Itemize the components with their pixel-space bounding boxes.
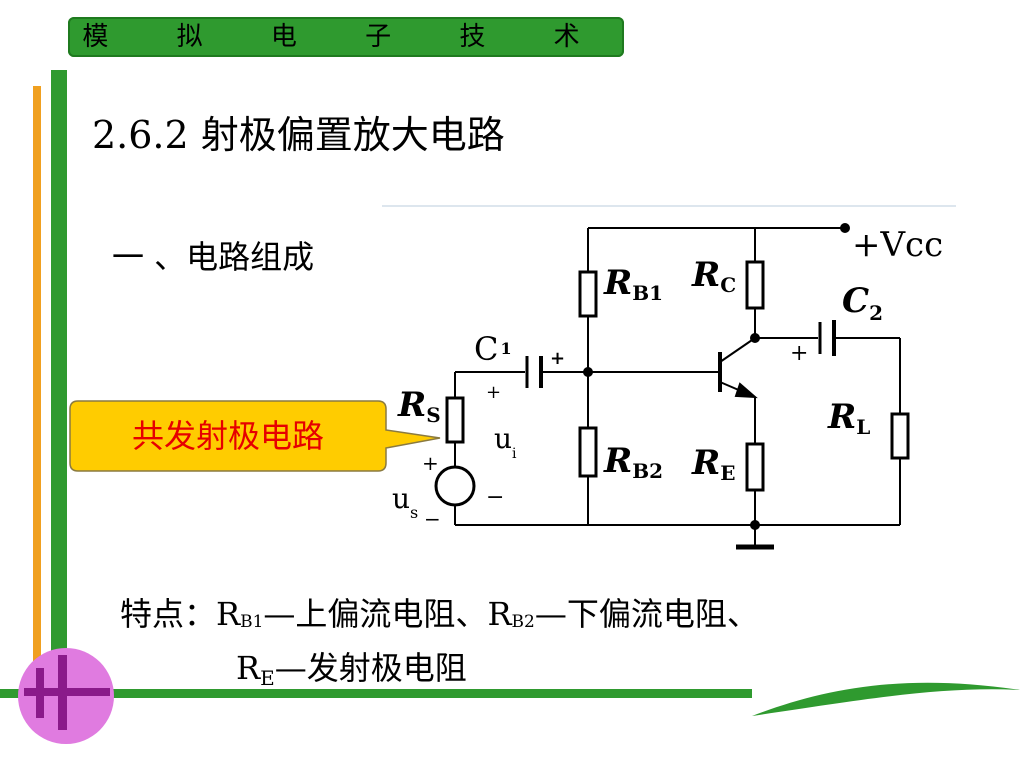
c2-plus: +: [790, 341, 808, 366]
us-minus: −: [424, 507, 441, 531]
swoosh-shape: [752, 682, 1020, 716]
rb2-letter: R: [487, 595, 512, 633]
section-heading: 一 、电路组成: [112, 238, 315, 276]
c1-plus: +: [550, 348, 565, 369]
callout-label: 共发射极电路: [131, 417, 324, 455]
rb1-subscript: B1: [240, 612, 264, 632]
re-letter: R: [236, 649, 261, 687]
circle-bar-horizontal: [24, 688, 110, 696]
emitter-arrow: [734, 382, 758, 399]
rl-label: RL: [827, 397, 870, 439]
ui-minus: −: [486, 485, 504, 510]
ui-label: ui: [494, 422, 517, 462]
circle-bar-short: [36, 668, 44, 718]
rb2-subscript: B2: [511, 612, 535, 632]
features-line-1: 特点：RB1—上偏流电阻、RB2—下偏流电阻、: [120, 590, 759, 644]
page-title: 2.6.2 射极偏置放大电路: [92, 113, 505, 157]
re-label: RE: [691, 443, 736, 485]
rb2-description: —下偏流电阻、: [534, 595, 759, 633]
base-node: [583, 367, 593, 377]
us-label: us: [392, 482, 418, 522]
transistor-collector: [719, 337, 756, 363]
rc-label: RC: [691, 255, 736, 297]
rs-label: RS: [397, 385, 441, 427]
re-description: —发射极电阻: [274, 649, 467, 687]
re-subscript: E: [260, 666, 275, 690]
features-prefix: 特点：: [120, 595, 217, 633]
collector-node: [750, 333, 760, 343]
vertical-bar-green: [51, 70, 67, 710]
ground-node: [750, 520, 760, 530]
bottom-bar-green: [0, 689, 752, 698]
c2-label: C2: [842, 281, 883, 325]
rb1-letter: R: [216, 595, 241, 633]
header-title: 模 拟 电 子 技 术: [82, 22, 610, 52]
rb1-label: RB1: [603, 263, 663, 305]
rb1-description: —上偏流电阻、: [263, 595, 488, 633]
vcc-terminal: [840, 223, 850, 233]
vcc-label: +Vcc: [852, 225, 943, 265]
ui-plus: +: [486, 382, 501, 403]
header-bar: [68, 17, 624, 57]
rb2-label: RB2: [603, 441, 663, 483]
us-plus: +: [422, 451, 439, 475]
features-line-2: RE—发射极电阻: [120, 644, 759, 696]
vertical-bar-orange: [33, 86, 41, 706]
features-text: 特点：RB1—上偏流电阻、RB2—下偏流电阻、 RE—发射极电阻: [120, 590, 759, 696]
